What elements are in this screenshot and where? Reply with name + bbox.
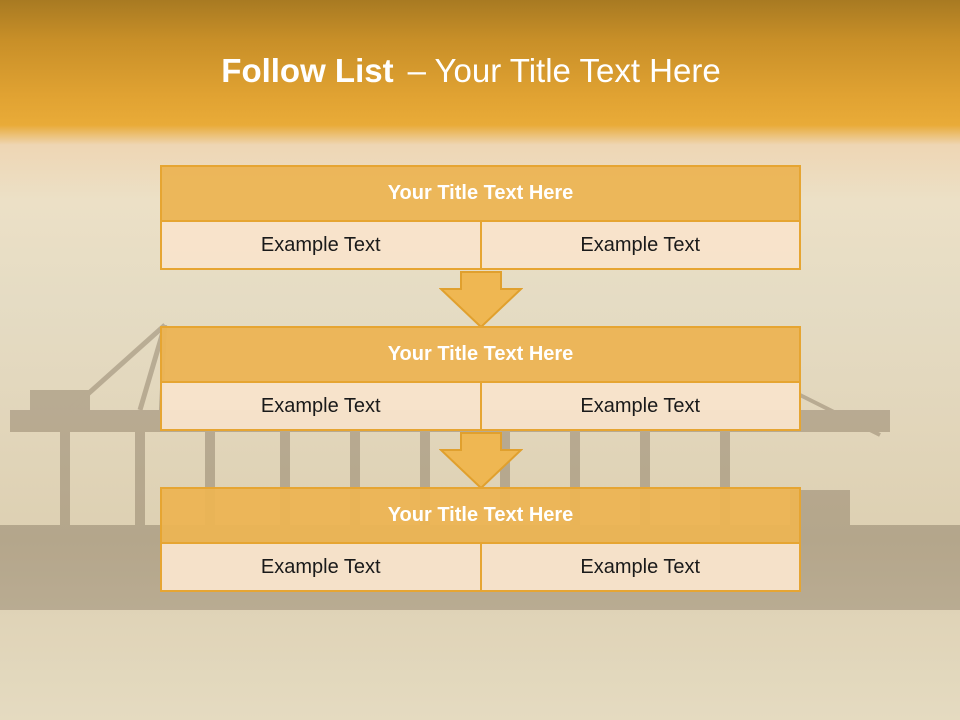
slide-title: Follow List – Your Title Text Here [0,52,942,90]
down-arrow-icon [439,271,523,329]
step-cell-left: Example Text [160,542,482,592]
step-title: Your Title Text Here [160,165,801,222]
step-row: Example Text Example Text [160,542,801,592]
step-row: Example Text Example Text [160,381,801,431]
slide-title-rest: – Your Title Text Here [407,52,721,89]
step-cell-right: Example Text [479,381,801,431]
step-cell-right: Example Text [479,220,801,270]
step-cell-right: Example Text [479,542,801,592]
step-cell-left: Example Text [160,220,482,270]
slide-title-bold: Follow List [221,52,394,89]
step-cell-left: Example Text [160,381,482,431]
step-block-2: Your Title Text Here Example Text Exampl… [160,326,801,431]
step-title: Your Title Text Here [160,326,801,383]
step-block-1: Your Title Text Here Example Text Exampl… [160,165,801,270]
down-arrow-icon [439,432,523,490]
step-block-3: Your Title Text Here Example Text Exampl… [160,487,801,592]
step-title: Your Title Text Here [160,487,801,544]
step-row: Example Text Example Text [160,220,801,270]
